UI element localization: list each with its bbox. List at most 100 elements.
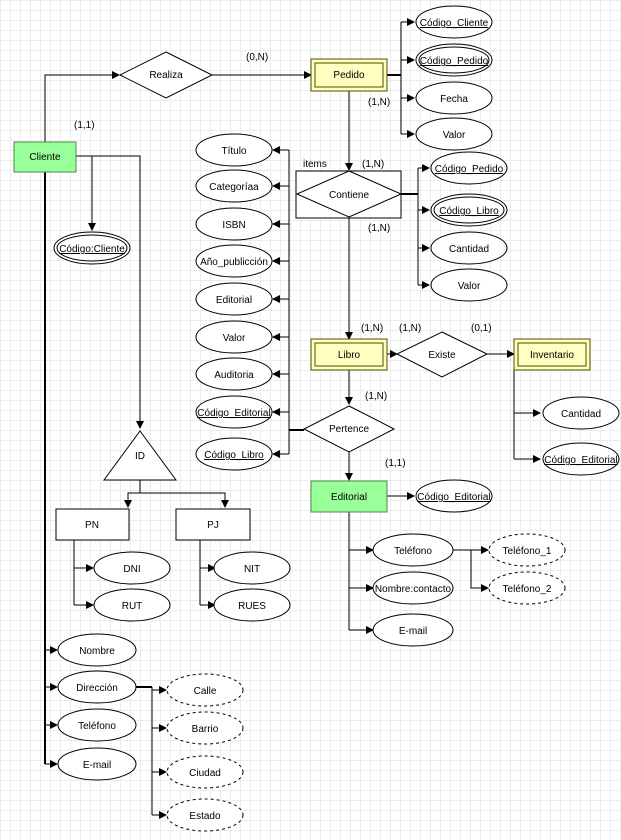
attr-label: Teléfono (394, 546, 432, 557)
attr-label: Código_Cliente (420, 18, 489, 29)
entity-pn[interactable]: PN (55, 508, 130, 541)
attr-label: ISBN (222, 220, 245, 231)
card-realiza-pedido: (0,N) (246, 52, 268, 63)
attr-label: Código_Libro (439, 206, 499, 217)
relation-realiza-label: Realiza (149, 70, 183, 81)
attr-editorial-codigo[interactable]: Código_Editorial (415, 479, 493, 513)
relation-id-label: ID (135, 451, 145, 462)
entity-inventario[interactable]: Inventario (513, 338, 591, 371)
attr-label: RUT (122, 601, 143, 612)
relation-id[interactable]: ID (103, 430, 177, 481)
attr-label: Nombre:contacto (375, 584, 452, 595)
attr-libro-auditoria[interactable]: Auditoria (195, 357, 273, 391)
relation-existe[interactable]: Existe (395, 331, 489, 378)
entity-editorial[interactable]: Editorial (310, 480, 388, 513)
attr-label: Código:Cliente (59, 244, 125, 255)
attr-contiene-valor[interactable]: Valor (430, 268, 508, 302)
card-libro-pertence: (1,N) (365, 391, 387, 402)
attr-libro-categoria[interactable]: Categoríaa (195, 169, 273, 203)
edge-id-pn (124, 480, 141, 508)
attr-label: Código_Pedido (420, 56, 489, 67)
attr-direccion-calle[interactable]: Calle (166, 673, 244, 707)
edge-cliente-id (76, 155, 144, 429)
attr-pn-dni[interactable]: DNI (93, 551, 171, 585)
entity-libro-label: Libro (338, 350, 361, 361)
entity-editorial-label: Editorial (331, 492, 367, 503)
attr-label: E-mail (83, 760, 111, 771)
attr-contiene-codigo-pedido[interactable]: Código_Pedido (430, 151, 508, 185)
card-pertence-editorial: (1,1) (385, 458, 406, 469)
attr-label: NIT (244, 564, 260, 575)
attr-label: Cantidad (561, 409, 601, 420)
attr-telefono-2[interactable]: Teléfono_2 (488, 571, 566, 605)
card-cliente-realiza: (1,1) (74, 120, 95, 131)
attr-libro-editorial[interactable]: Editorial (195, 282, 273, 316)
attr-pj-nit[interactable]: NIT (213, 551, 291, 585)
attr-libro-codigo-libro[interactable]: Código_Libro (195, 437, 273, 471)
attr-contiene-codigo-libro[interactable]: Código_Libro (430, 193, 508, 227)
attr-libro-valor[interactable]: Valor (195, 320, 273, 354)
entity-libro[interactable]: Libro (310, 338, 388, 371)
attr-libro-titulo[interactable]: Título (195, 133, 273, 167)
entity-pj-label: PJ (207, 520, 219, 531)
attr-pedido-fecha[interactable]: Fecha (415, 81, 493, 115)
attr-label: Fecha (440, 94, 468, 105)
entity-pedido[interactable]: Pedido (310, 58, 388, 92)
attr-pedido-codigo-cliente[interactable]: Código_Cliente (415, 5, 493, 39)
relation-contiene[interactable]: Contiene (295, 170, 403, 219)
attr-cliente-nombre[interactable]: Nombre (57, 633, 137, 667)
relation-pertence[interactable]: Pertence (302, 405, 396, 453)
relation-contiene-label: Contiene (329, 190, 369, 201)
attr-editorial-nombre-contacto[interactable]: Nombre:contacto (372, 571, 454, 605)
attr-label: Calle (194, 686, 217, 697)
card-libro-existe: (1,N) (399, 323, 421, 334)
relation-pertence-label: Pertence (329, 424, 369, 435)
attr-telefono-1[interactable]: Teléfono_1 (488, 533, 566, 567)
cardinalities: (0,N) (1,1) (1,N) items (1,N) (1,N) (1,N… (74, 52, 492, 469)
attr-libro-anio[interactable]: Año_publicción (195, 244, 273, 278)
attr-libro-codigo-editorial[interactable]: Código_Editorial (195, 395, 273, 429)
card-contiene-top: (1,N) (362, 159, 384, 170)
label-items: items (303, 159, 327, 170)
attr-direccion-barrio[interactable]: Barrio (166, 711, 244, 745)
edge-id-pj (140, 492, 229, 508)
attr-label: Código_Editorial (417, 492, 490, 503)
attr-cliente-telefono[interactable]: Teléfono (57, 708, 137, 742)
attr-direccion-ciudad[interactable]: Ciudad (166, 755, 244, 789)
entity-pedido-label: Pedido (333, 70, 365, 81)
card-libro-top: (1,N) (361, 323, 383, 334)
attr-cliente-email[interactable]: E-mail (57, 747, 137, 781)
entity-pj[interactable]: PJ (175, 508, 251, 541)
entity-cliente-label: Cliente (29, 152, 61, 163)
card-existe-inventario: (0,1) (471, 323, 492, 334)
attr-inventario-cantidad[interactable]: Cantidad (542, 396, 620, 430)
relation-realiza[interactable]: Realiza (118, 51, 214, 99)
attr-editorial-email[interactable]: E-mail (372, 613, 454, 647)
attr-pedido-valor[interactable]: Valor (415, 117, 493, 151)
attr-contiene-cantidad[interactable]: Cantidad (430, 231, 508, 265)
attr-label: Teléfono (78, 721, 116, 732)
attr-pn-rut[interactable]: RUT (93, 588, 171, 622)
attr-pj-rues[interactable]: RUES (213, 588, 291, 622)
attr-cliente-direccion[interactable]: Dirección (57, 670, 137, 704)
attr-inventario-codigo-editorial[interactable]: Código_Editorial (542, 442, 620, 476)
attr-libro-isbn[interactable]: ISBN (195, 207, 273, 241)
edge-tel-2 (470, 550, 489, 592)
attr-label: Código_Editorial (544, 455, 617, 466)
attr-label: Dirección (76, 683, 118, 694)
attr-label: Ciudad (189, 768, 221, 779)
attr-label: Valor (443, 130, 466, 141)
attr-label: Teléfono_2 (503, 584, 552, 595)
attr-label: Cantidad (449, 244, 489, 255)
attr-direccion-estado[interactable]: Estado (166, 798, 244, 832)
attr-pedido-codigo-pedido[interactable]: Código_Pedido (415, 43, 493, 77)
attr-label: RUES (238, 601, 266, 612)
edges (44, 18, 541, 819)
attr-label: Categoríaa (209, 182, 259, 193)
attr-cliente-codigo[interactable]: Código:Cliente (53, 231, 131, 265)
attr-label: DNI (123, 564, 140, 575)
attr-label: Editorial (216, 295, 252, 306)
entity-cliente[interactable]: Cliente (13, 141, 77, 173)
attr-editorial-telefono[interactable]: Teléfono (372, 533, 454, 567)
